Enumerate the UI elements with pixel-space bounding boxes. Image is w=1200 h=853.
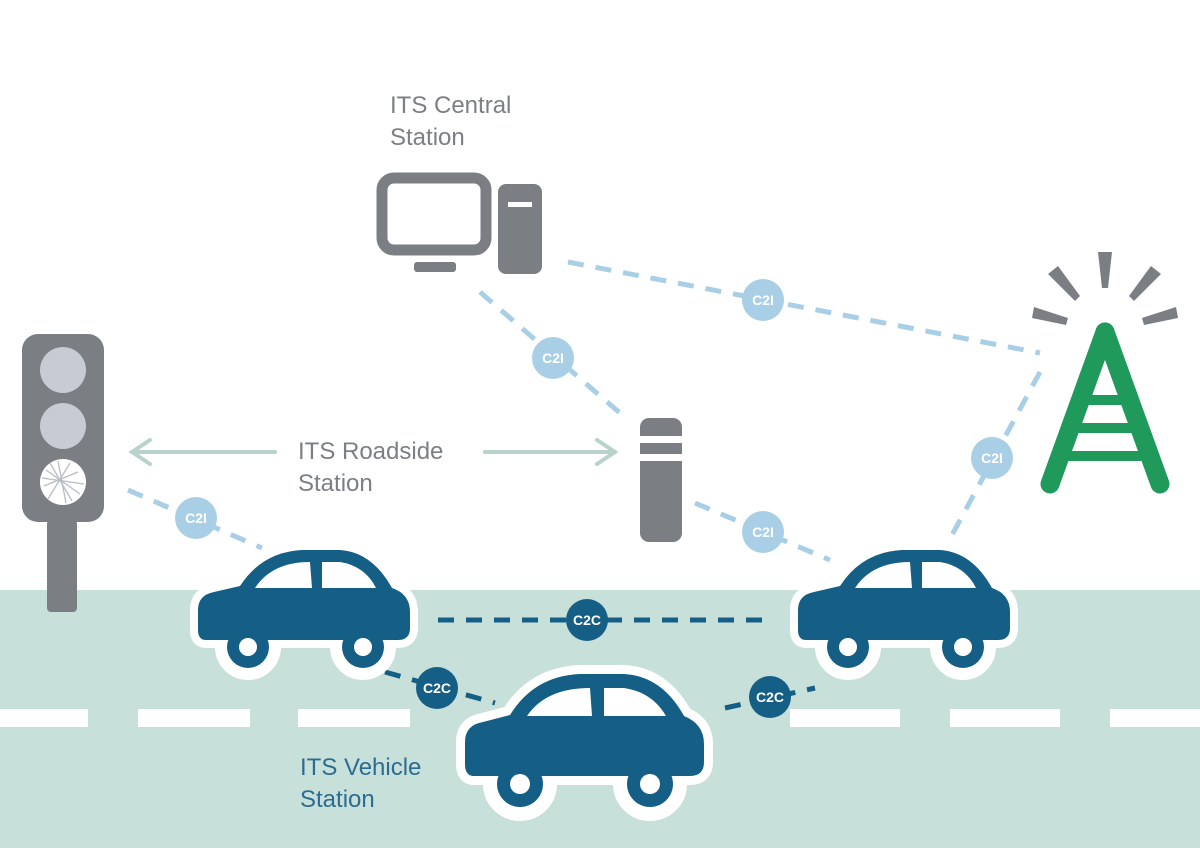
badge-c2i-roadside-car: C2I [742,511,784,553]
computer-icon [376,172,542,274]
traffic-light-icon [22,334,104,612]
central-station-label-line2: Station [390,124,465,151]
antenna-icon [1032,252,1178,494]
link-line-trafficlight-car [127,487,263,551]
badge-label: C2C [573,612,601,628]
badge-c2c-left: C2C [416,667,458,709]
car-center [456,665,713,821]
roadside-unit-icon [640,418,682,542]
vehicle-station-label-line1: ITS Vehicle [300,754,422,781]
roadside-station-label: ITS Roadside Station [298,436,443,500]
link-line-central-antenna [567,259,1041,356]
badge-label: C2I [185,510,207,526]
central-station-label-line1: ITS Central [390,92,512,119]
roadside-arrow [128,438,619,466]
roadside-station-label-line1: ITS Roadside [298,438,444,465]
badge-label: C2I [981,450,1003,466]
badge-label: C2I [542,350,564,366]
car-right [790,542,1018,680]
central-station-label: ITS Central Station [390,90,511,154]
badge-c2i-antenna-car: C2I [971,437,1013,479]
lane-markings [0,709,1200,727]
badge-c2i-trafficlight-car: C2I [175,497,217,539]
link-line-car-car-right [724,685,816,711]
vehicle-station-label: ITS Vehicle Station [300,752,421,816]
roadside-station-label-line2: Station [298,470,373,497]
badge-label: C2I [752,524,774,540]
badge-label: C2C [756,689,784,705]
badge-label: C2I [752,292,774,308]
badge-c2i-central-antenna: C2I [742,279,784,321]
badge-c2i-central-roadside: C2I [532,337,574,379]
badge-label: C2C [423,680,451,696]
link-line-antenna-car [942,370,1043,550]
link-line-roadside-car [694,500,831,563]
vehicle-station-label-line2: Station [300,786,375,813]
badge-c2c-right: C2C [749,676,791,718]
badge-c2c-top: C2C [566,599,608,641]
car-left [190,542,418,680]
